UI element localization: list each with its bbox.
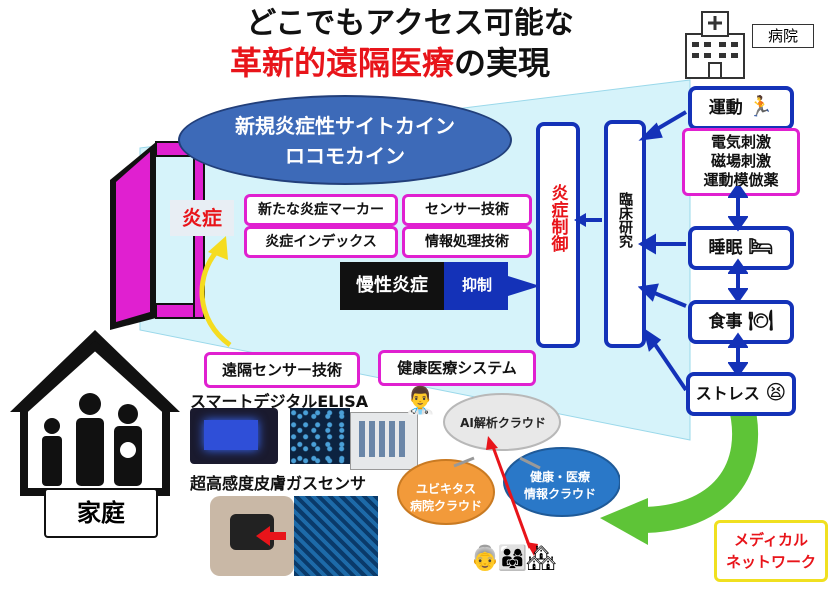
- health-system-box: 健康医療システム: [378, 350, 536, 386]
- sensor-tech-box: センサー技術: [402, 194, 532, 226]
- clouds: [397, 393, 620, 556]
- ubiquitous-cloud-label: ユビキタス 病院クラウド: [398, 480, 494, 514]
- meal-label: 食事: [708, 312, 743, 332]
- cytokine-ellipse: 新規炎症性サイトカイン ロコモカイン: [178, 95, 512, 185]
- medical-network-line2: ネットワーク: [725, 553, 816, 571]
- stimulation-line1: 電気刺激: [710, 133, 771, 151]
- title-red-text: 革新的遠隔医療: [229, 44, 454, 82]
- inflammation-label: 炎症: [170, 200, 234, 236]
- hospital-building-image: [350, 412, 418, 470]
- right-double-arrows: [728, 186, 748, 376]
- hospital-label: 病院: [752, 24, 814, 48]
- hospital-icon: [685, 11, 745, 79]
- stress-icon: 😫: [765, 380, 787, 404]
- elisa-device-image: [190, 408, 278, 464]
- smart-elisa-label: スマートデジタルELISA: [190, 392, 369, 411]
- bed-icon: 🛏: [748, 234, 774, 258]
- control-arrow: [574, 213, 602, 227]
- inflammation-index-box: 炎症インデックス: [244, 226, 398, 258]
- community-people-image: 👵👨‍👩‍👧🏘: [470, 544, 556, 572]
- title-black-text: の実現: [454, 44, 551, 82]
- medical-network-box: メディカル ネットワーク: [714, 520, 828, 582]
- house-icon: [10, 330, 180, 496]
- stimulation-line2: 磁場刺激: [710, 152, 771, 170]
- clinical-research-box: 臨床研究: [604, 120, 646, 348]
- stimulation-line3: 運動模倣薬: [703, 171, 779, 189]
- exercise-label: 運動: [708, 98, 743, 118]
- clinical-research-label: 臨床研究: [617, 192, 633, 248]
- ellipse-line1: 新規炎症性サイトカイン: [235, 114, 455, 138]
- remote-sensor-box: 遠隔センサー技術: [204, 352, 360, 388]
- skin-gas-sensor-label: 超高感度皮膚ガスセンサ: [190, 474, 367, 493]
- suppression-arrow: [444, 262, 540, 310]
- suppression-label: 抑制: [462, 276, 493, 294]
- treadmill-icon: 🏃: [748, 94, 774, 118]
- title-line2: 革新的遠隔医療の実現: [170, 38, 610, 84]
- health-info-line2: 情報クラウド: [523, 487, 596, 501]
- stress-box: ストレス 😫: [686, 372, 796, 416]
- title-line1: どこでもアクセス可能な: [246, 6, 574, 41]
- feed-arrows: [638, 110, 688, 392]
- new-marker-box: 新たな炎症マーカー: [244, 194, 398, 226]
- medical-network-line1: メディカル: [734, 531, 808, 549]
- health-info-line1: 健康・医療: [529, 470, 590, 484]
- yellow-arrow: [199, 236, 232, 348]
- ubiquitous-line2: 病院クラウド: [409, 499, 482, 513]
- elisa-micrograph-image: [290, 408, 350, 464]
- health-info-cloud-label: 健康・医療 情報クラウド: [510, 468, 610, 502]
- chronic-inflammation-box: 慢性炎症: [340, 262, 444, 310]
- info-tech-box: 情報処理技術: [402, 226, 532, 258]
- exercise-box: 運動 🏃: [688, 86, 794, 130]
- dining-icon: 🍽: [748, 308, 774, 332]
- doctor-icon: 👨‍⚕️: [404, 386, 437, 416]
- sleep-label: 睡眠: [708, 238, 743, 258]
- stress-label: ストレス: [695, 384, 760, 403]
- ellipse-line2: ロコモカイン: [285, 144, 405, 168]
- meal-box: 食事 🍽: [688, 300, 794, 344]
- ai-cloud-label: AI解析クラウド: [460, 416, 546, 430]
- home-label: 家庭: [44, 488, 158, 538]
- inflammation-control-box: 炎症制御: [536, 122, 580, 348]
- gas-sensor-grid-image: [294, 496, 378, 576]
- inflammation-control-label: 炎症制御: [547, 184, 568, 252]
- red-arrow-icon: [256, 526, 286, 546]
- ubiquitous-line1: ユビキタス: [415, 482, 476, 496]
